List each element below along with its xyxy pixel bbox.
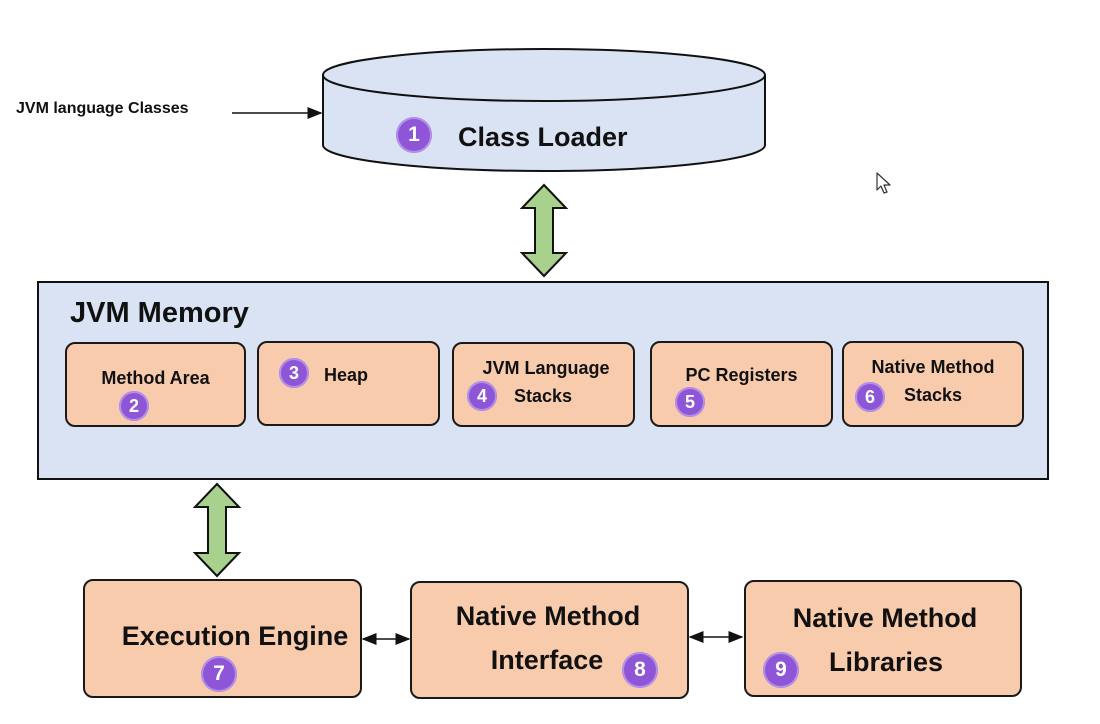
native-method-stacks-badge: 6 <box>855 382 885 412</box>
jvm-language-stacks-label-line2: Stacks <box>513 386 573 406</box>
class-loader-title: Class Loader <box>458 122 628 152</box>
execution-engine-badge: 7 <box>201 656 237 692</box>
native-method-libraries-label-line1: Native Method <box>792 603 978 633</box>
native-method-interface-badge: 8 <box>622 652 658 688</box>
native-method-interface-label-line1: Native Method <box>455 601 641 631</box>
pc-registers-badge: 5 <box>675 387 705 417</box>
native-method-stacks-label-line1: Native Method <box>871 357 995 377</box>
native-method-libraries-label-line2: Libraries <box>828 647 944 677</box>
class-loader-cylinder <box>322 48 766 172</box>
execution-engine-label: Execution Engine <box>121 621 349 651</box>
native-method-stacks-label-line2: Stacks <box>903 385 963 405</box>
input-label: JVM language Classes <box>16 100 189 117</box>
native-method-libraries-badge: 9 <box>763 652 799 688</box>
heap-label: Heap <box>324 365 369 385</box>
mouse-cursor-icon <box>876 172 891 194</box>
jvm-memory-title: JVM Memory <box>70 297 249 329</box>
class-loader-badge: 1 <box>396 117 432 153</box>
memory-area-method-area <box>65 342 246 427</box>
method-area-badge: 2 <box>119 391 149 421</box>
jvm-language-stacks-badge: 4 <box>467 381 497 411</box>
loader-memory-double-arrow <box>519 183 569 278</box>
jvm-language-stacks-label-line1: JVM Language <box>482 358 610 378</box>
memory-engine-double-arrow <box>192 482 242 578</box>
method-area-label: Method Area <box>101 368 210 388</box>
pc-registers-label: PC Registers <box>685 365 798 385</box>
native-method-interface-label-line2: Interface <box>490 645 604 675</box>
heap-badge: 3 <box>279 358 309 388</box>
